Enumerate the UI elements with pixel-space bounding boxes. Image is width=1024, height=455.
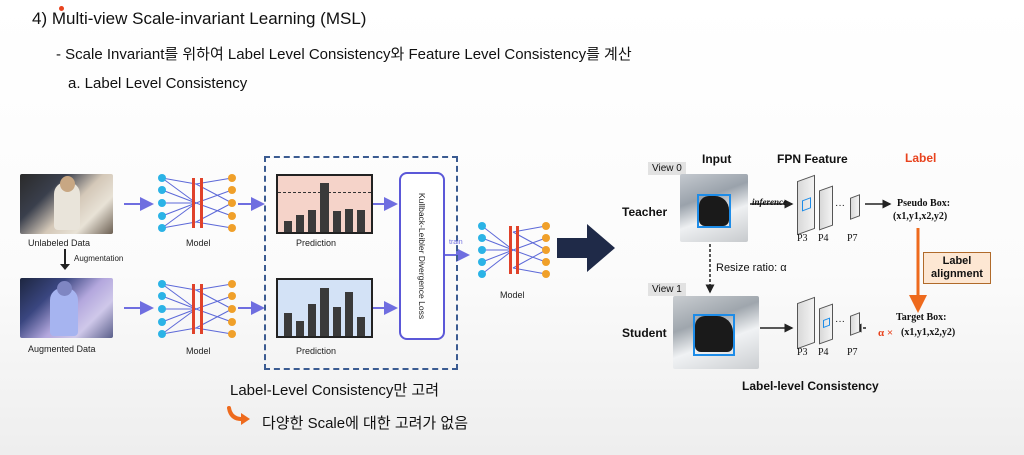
- prediction-bar: [332, 307, 341, 336]
- label-alignment-box: Label alignment: [923, 252, 991, 284]
- prediction-label-bottom: Prediction: [296, 346, 337, 356]
- left-diagram: Unlabeled Data Augmentation Augmented Da…: [20, 156, 550, 370]
- p7-top-label: P7: [847, 233, 858, 244]
- teacher-image: [680, 174, 748, 242]
- prediction-bar: [308, 303, 317, 336]
- prediction-bar: [320, 288, 329, 336]
- prediction-bar: [356, 210, 365, 232]
- model-label-bottom: Model: [186, 346, 211, 356]
- fpn-p3-bottom: [797, 296, 815, 350]
- prediction-bar: [308, 210, 317, 232]
- pseudo-box-label: Pseudo Box:: [897, 198, 951, 209]
- p4-top-label: P4: [818, 233, 829, 244]
- pseudo-box-coords: (x1,y1,x2,y2): [893, 211, 948, 222]
- prediction-bar: [344, 291, 353, 336]
- fpn-p3-top: [797, 174, 815, 236]
- col-input-header: Input: [702, 152, 732, 166]
- note-label-level: Label-Level Consistency만 고려: [230, 382, 439, 399]
- p4-bottom-label: P4: [818, 347, 829, 358]
- prediction-bar: [332, 211, 341, 232]
- model-label-right: Model: [500, 290, 525, 300]
- col-fpn-header: FPN Feature: [777, 152, 848, 166]
- consistency-dashed-box: [264, 156, 458, 370]
- model-label-top: Model: [186, 238, 211, 248]
- augmentation-label: Augmentation: [74, 254, 124, 263]
- prediction-bar: [284, 312, 293, 336]
- view1-label: View 1: [648, 283, 686, 296]
- p3-bottom-label: P3: [797, 347, 808, 358]
- prediction-box-bottom: [276, 278, 373, 338]
- prediction-bars-top: [284, 180, 365, 232]
- prediction-bar: [356, 317, 365, 336]
- prediction-bar: [296, 215, 305, 232]
- curved-arrow-icon: [227, 406, 250, 425]
- fpn-dots-top: ···: [835, 200, 845, 211]
- student-label: Student: [622, 326, 667, 340]
- fpn-p4-top: [819, 185, 833, 231]
- target-box-label: Target Box:: [896, 312, 947, 323]
- fpn-p7-bottom: [850, 312, 860, 336]
- right-diagram-caption: Label-level Consistency: [742, 379, 879, 393]
- model-icon-right: [478, 222, 550, 278]
- prediction-bar: [296, 321, 305, 336]
- unlabeled-image: [20, 174, 113, 234]
- prediction-bars-bottom: [284, 284, 365, 336]
- view0-label: View 0: [648, 162, 686, 175]
- student-image: [673, 296, 759, 369]
- prediction-box-top: [276, 174, 373, 234]
- model-icon-bottom: [158, 280, 236, 338]
- augmented-data-label: Augmented Data: [28, 344, 96, 354]
- target-box-coords: (x1,y1,x2,y2): [901, 327, 956, 338]
- alpha-multiplier: α ×: [878, 327, 894, 339]
- train-label: train: [449, 239, 463, 246]
- kl-divergence-box: Kullback-Leibler Divergence Loss: [399, 172, 445, 340]
- fpn-dots-bottom: ···: [835, 316, 845, 327]
- big-right-arrow-icon: [557, 224, 615, 272]
- prediction-bar: [320, 182, 329, 232]
- prediction-bar: [284, 220, 293, 232]
- inference-label: inference: [752, 197, 787, 207]
- prediction-bar: [344, 208, 353, 232]
- subheading: - Scale Invariant를 위하여 Label Level Consi…: [56, 46, 632, 63]
- prediction-label-top: Prediction: [296, 238, 337, 248]
- unlabeled-data-label: Unlabeled Data: [28, 238, 91, 248]
- section-heading: 4) Multi-view Scale-invariant Learning (…: [32, 9, 367, 28]
- note-no-scale: 다양한 Scale에 대한 고려가 없음: [262, 415, 468, 432]
- fpn-p4-bottom: [819, 303, 833, 345]
- teacher-label: Teacher: [622, 205, 668, 219]
- p7-bottom-label: P7: [847, 347, 858, 358]
- fpn-p7-top: [850, 194, 860, 220]
- augmented-image: [20, 278, 113, 338]
- p3-top-label: P3: [797, 233, 808, 244]
- red-cursor-dot: [59, 6, 64, 11]
- augmentation-arrow: [64, 249, 66, 266]
- resize-ratio-label: Resize ratio: α: [716, 262, 787, 274]
- col-label-header: Label: [905, 151, 937, 165]
- model-icon-top: [158, 174, 236, 232]
- subsection-title: a. Label Level Consistency: [68, 75, 248, 92]
